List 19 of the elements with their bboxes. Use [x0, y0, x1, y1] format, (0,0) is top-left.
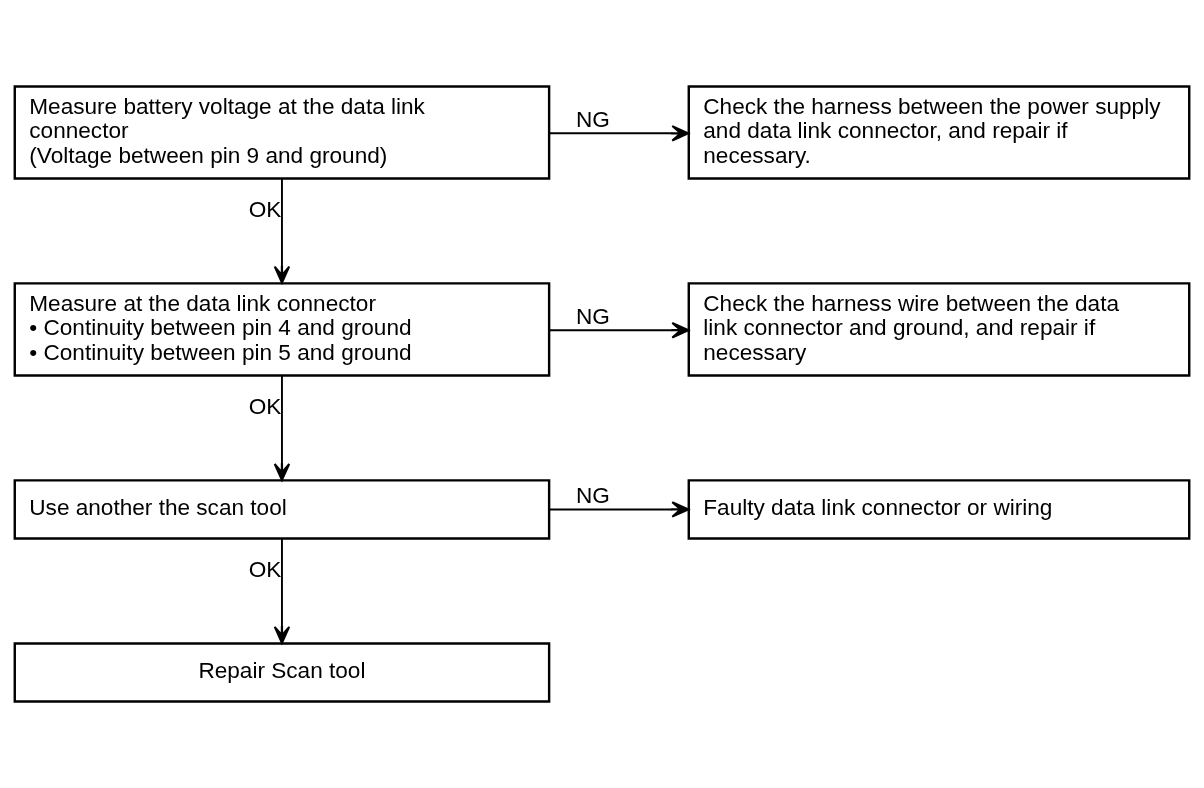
edge-label: NG — [576, 304, 610, 330]
arrow — [273, 177, 291, 284]
arrow — [273, 537, 291, 644]
edge-label: NG — [576, 483, 610, 509]
arrow — [273, 374, 291, 482]
node-box: Check the harness between the power supply and data link connector, and repair if necessary. — [687, 85, 1191, 180]
node-box: Faulty data link connector or wiring — [687, 479, 1191, 540]
arrow — [548, 501, 690, 518]
arrow — [548, 322, 690, 339]
edge-label: OK — [248, 196, 282, 222]
node-box: Check the harness wire between the data link connector and ground, and repair if necessary — [687, 282, 1191, 377]
node-box: Measure battery voltage at the data link connector (Voltage between pin 9 and ground) — [13, 85, 551, 180]
node-box: Use another the scan tool — [13, 479, 551, 540]
node-box: Repair Scan tool — [13, 642, 551, 703]
arrow — [548, 125, 690, 142]
edge-label: NG — [576, 107, 610, 133]
edge-label: OK — [248, 393, 282, 419]
node-box: Measure at the data link connector • Continuity between pin 4 and ground • Continuity between pin 5 and ground — [13, 282, 551, 377]
edge-label: OK — [248, 556, 282, 582]
